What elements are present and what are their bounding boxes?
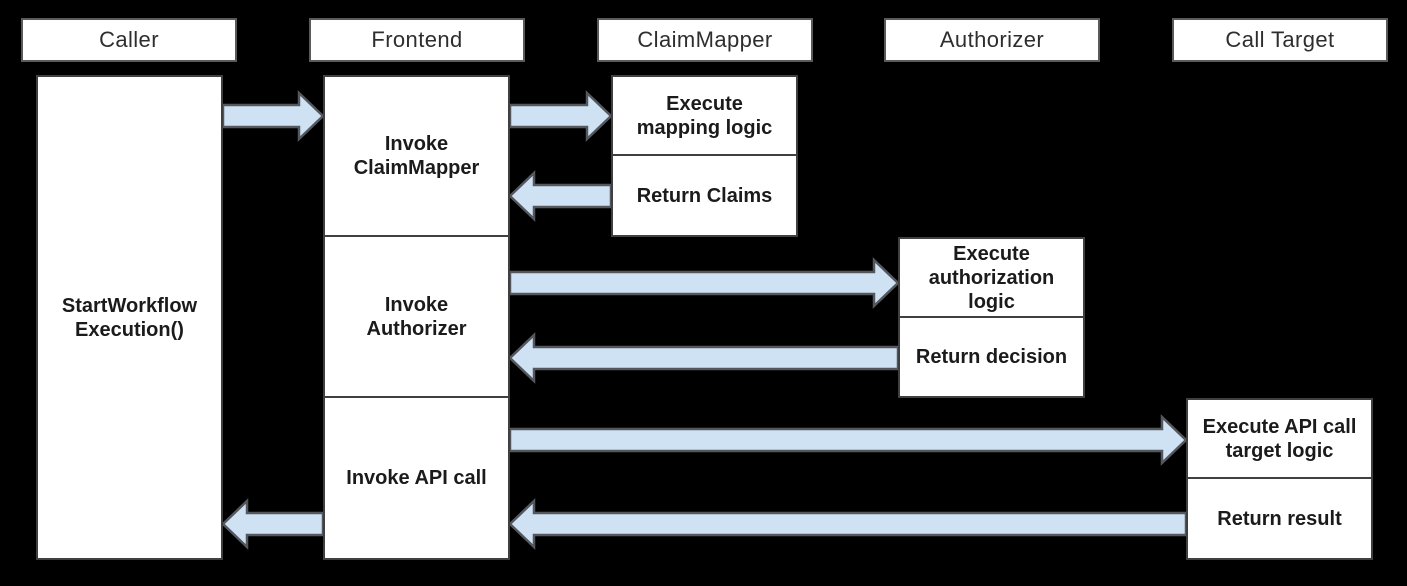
- activation-execute-mapping-logic: Execute mapping logic: [611, 75, 798, 156]
- activation-return-decision: Return decision: [898, 316, 1085, 398]
- lifeline-header-caller: Caller: [21, 18, 237, 62]
- activation-invoke-claimmapper: Invoke ClaimMapper: [323, 75, 510, 237]
- lifeline-header-label: Caller: [99, 27, 159, 52]
- arrow-claimmapper-to-frontend: [508, 170, 613, 222]
- arrow-frontend-to-calltarget: [508, 414, 1188, 466]
- activation-label: Return Claims: [636, 184, 773, 207]
- activation-label: Return decision: [915, 346, 1068, 368]
- arrow-caller-to-frontend: [221, 90, 325, 142]
- arrow-frontend-to-authorizer: [508, 257, 900, 309]
- activation-label: Invoke API call: [346, 467, 487, 489]
- lifeline-header-claimmapper: ClaimMapper: [597, 18, 813, 62]
- activation-execute-authorization-logic: Execute authorization logic: [898, 237, 1085, 318]
- activation-label: Invoke ClaimMapper: [353, 133, 480, 179]
- activation-label: Invoke Authorizer: [366, 293, 467, 340]
- arrow-frontend-to-claimmapper: [508, 90, 613, 142]
- lifeline-header-label: ClaimMapper: [637, 27, 773, 52]
- activation-start-workflow-execution: StartWorkflow Execution(): [36, 75, 223, 560]
- activation-label: Execute authorization logic: [928, 242, 1055, 313]
- activation-label: Execute API call target logic: [1202, 415, 1357, 462]
- arrow-authorizer-to-frontend: [508, 332, 900, 384]
- arrow-frontend-to-caller: [221, 498, 325, 550]
- activation-execute-api-call-target-logic: Execute API call target logic: [1186, 398, 1373, 479]
- lifeline-header-authorizer: Authorizer: [884, 18, 1100, 62]
- activation-label: Execute mapping logic: [636, 92, 773, 139]
- activation-label: StartWorkflow Execution(): [61, 294, 198, 341]
- arrow-calltarget-to-frontend: [508, 498, 1188, 550]
- activation-return-claims: Return Claims: [611, 154, 798, 237]
- activation-return-result: Return result: [1186, 477, 1373, 560]
- lifeline-header-label: Frontend: [371, 27, 463, 52]
- activation-invoke-authorizer: Invoke Authorizer: [323, 235, 510, 398]
- lifeline-header-frontend: Frontend: [309, 18, 525, 62]
- activation-label: Return result: [1217, 507, 1342, 530]
- activation-invoke-api-call: Invoke API call: [323, 396, 510, 560]
- lifeline-header-label: Call Target: [1225, 27, 1335, 52]
- lifeline-header-calltarget: Call Target: [1172, 18, 1388, 62]
- lifeline-header-label: Authorizer: [939, 27, 1045, 52]
